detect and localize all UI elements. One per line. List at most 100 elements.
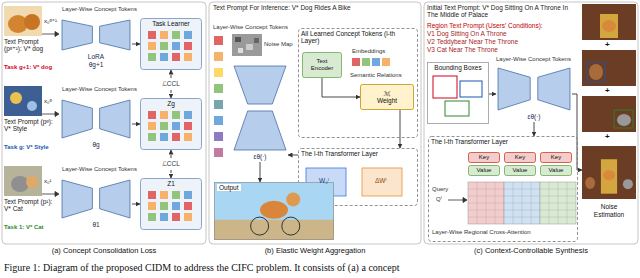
canvas: [428, 63, 489, 124]
unet-half: [62, 20, 92, 50]
node-text: LoRA: [88, 53, 104, 60]
input-symbol: x₀¹: [44, 178, 52, 185]
node-text: Output: [217, 184, 241, 191]
noise-map: [235, 37, 241, 42]
concept-token: [148, 213, 156, 221]
result-image: [614, 110, 633, 128]
task-learner-box: [141, 19, 202, 70]
embedding: [352, 58, 360, 66]
value-box: Value: [468, 165, 500, 176]
dashed-region: [429, 137, 578, 242]
token-label: Layer-Wise Concept Tokens: [62, 6, 137, 13]
node-text: ℳ: [384, 90, 391, 97]
attention-label: Layer-Wise Regional Cross-Attention: [432, 229, 531, 236]
task-label: Task 1: V* Cat: [4, 224, 44, 231]
region-prompt: V2 Teddybear Near The Throne: [427, 38, 518, 45]
panel-label: (a) Concept Consolidation Loss: [2, 247, 206, 256]
result-image: [582, 50, 636, 86]
concept-token: [160, 122, 168, 130]
plus-sign: +: [605, 40, 610, 49]
unet-block: εθ(·): [496, 66, 572, 122]
node-text: Value: [477, 167, 492, 174]
box-outline: [469, 166, 500, 176]
text-prompt: Text Prompt For Inference: V* Dog Rides …: [213, 4, 363, 11]
weight-symbol: ΔWˡ: [375, 177, 387, 184]
key-box: Key: [468, 152, 500, 163]
node-text: Task Learner: [152, 20, 190, 27]
dog-head: [286, 192, 300, 206]
connector: [322, 78, 360, 97]
token-label: Layer-Wise Concept Tokens: [62, 166, 137, 173]
box-outline: [541, 153, 572, 163]
noise-map: [238, 48, 243, 53]
weight-box: ℳWeight: [360, 84, 414, 110]
text-prompt: Text Prompt (pᵍ): V* Style: [4, 118, 56, 133]
concept-token: [148, 122, 156, 130]
connector: [572, 94, 582, 170]
dog-photo: [24, 14, 40, 30]
text-prompt: Text Prompt (p¹): V* Cat: [4, 198, 56, 213]
output-image: Output: [214, 182, 334, 240]
concept-token: [172, 133, 180, 141]
key-box: Key: [504, 152, 536, 163]
unet-block: θg: [60, 98, 132, 150]
concept-token: [184, 191, 192, 199]
task-learner-box: [141, 179, 202, 230]
unet-half: [100, 180, 130, 218]
connector: [400, 110, 401, 148]
node-text: θg+1: [89, 61, 104, 68]
sky: [214, 182, 334, 240]
cat-photo: [26, 176, 38, 188]
concept-token: [214, 84, 223, 93]
plus-sign: +: [605, 86, 610, 95]
concept-token: [184, 202, 192, 210]
concept-token: [184, 31, 192, 39]
weight-matrix: [362, 168, 402, 196]
text-prompt: Text Prompt (pᵍ⁺¹): V* dog: [4, 38, 56, 53]
node-text: Value: [549, 167, 564, 174]
region-prompt: Region Text Prompt (Users' Conditions):: [427, 22, 543, 29]
panel-frame: [2, 2, 206, 244]
noise-label: Noise Map: [264, 41, 293, 48]
connector: [288, 155, 298, 156]
concept-token: [160, 53, 168, 61]
concept-token: [160, 133, 168, 141]
concept-token: [148, 202, 156, 210]
node-text: εθ(·): [253, 153, 266, 160]
concept-token: [214, 100, 223, 109]
unet-block: θ1: [60, 178, 132, 230]
node-text: Zg: [167, 100, 175, 107]
node-text: θg: [92, 141, 99, 148]
noise-map: [232, 34, 262, 56]
ground: [214, 220, 334, 240]
plus-sign: +: [605, 132, 610, 141]
input-arrow: [42, 32, 59, 37]
node-text: Noise Estimation: [585, 203, 633, 218]
input-symbol: x₀ᵍ⁺¹: [44, 18, 57, 25]
dog: [260, 201, 288, 219]
bounding-boxes-outline: [427, 62, 489, 124]
task-label: Task g: V* Style: [4, 144, 49, 151]
transformer-layer-outline: [428, 136, 578, 242]
node-text: The l-th Transformer Layer: [431, 138, 508, 145]
concept-token: [148, 42, 156, 50]
concept-token: [148, 31, 156, 39]
concept-token: [160, 202, 168, 210]
dog-photo: [4, 6, 42, 36]
concept-token: [172, 42, 180, 50]
embedding-label: Embeddings: [352, 48, 385, 55]
node-text: εθ(·): [527, 113, 540, 120]
result-image: [600, 14, 618, 38]
task-learner: Task Learner: [140, 18, 202, 70]
concept-token: [184, 42, 192, 50]
node-text: Bounding Boxes: [434, 64, 481, 71]
concept-token: [172, 111, 180, 119]
cat: [623, 179, 633, 189]
unet-half: [234, 66, 286, 104]
bike-wheel: [282, 217, 300, 235]
region-prompt: V3 Cat Near The Throne: [427, 46, 498, 53]
unet-half: [234, 111, 286, 150]
weight-symbol: W₀ˡ: [319, 177, 329, 184]
concept-token: [148, 133, 156, 141]
node-text: Weight: [377, 97, 397, 104]
